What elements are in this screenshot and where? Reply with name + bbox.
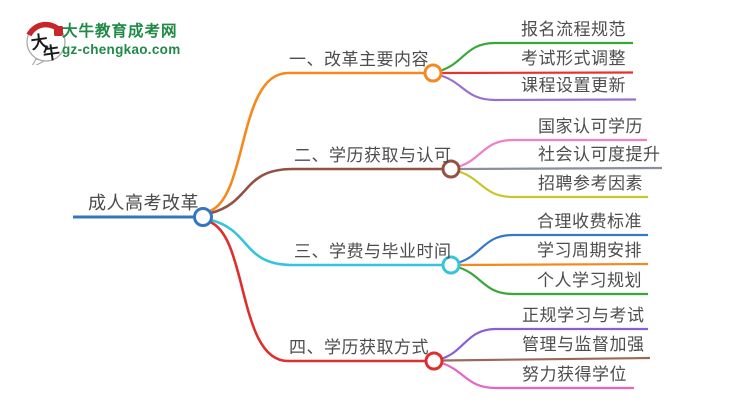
root-node-label: 成人高考改革 [88, 193, 199, 213]
branch-4-child-2-label: 管理与监督加强 [522, 335, 645, 354]
branch-1-label: 一、改革主要内容 [289, 50, 429, 69]
branch-4-child-3-connector [441, 361, 634, 390]
logo-domain: gz-chengkao.com [62, 42, 181, 57]
branch-1-child-1-connector [440, 41, 633, 72]
branch-2-child-2-connector [459, 166, 663, 171]
branch-3-child-1-label: 合理收费标准 [537, 212, 642, 231]
branch-2-node-circle [441, 159, 461, 179]
logo-title: 大牛教育成考网 [62, 23, 178, 40]
branch-2-child-2-label: 社会认可度提升 [538, 145, 661, 164]
branch-4-child-1-connector [441, 327, 648, 360]
root-node-circle [193, 207, 213, 227]
branch-2-child-1-connector [458, 138, 647, 168]
branch-1-child-2-connector [441, 71, 634, 75]
branch-4-child-2-connector [442, 356, 651, 362]
branch-3-child-3-connector [458, 266, 648, 296]
branch-4-node-circle [424, 351, 444, 371]
logo-char-bottom: 牛 [42, 42, 62, 64]
branch-1-node-circle [423, 63, 443, 83]
branch-4-connector [209, 220, 426, 363]
branch-1-child-2-label: 考试形式调整 [521, 49, 626, 68]
branch-1-child-1-label: 报名流程规范 [521, 20, 626, 39]
branch-2-label: 二、学历获取与认可 [294, 146, 452, 165]
branch-2-connector [210, 167, 443, 215]
branch-3-child-1-connector [458, 233, 648, 264]
branch-3-child-3-label: 个人学习规划 [537, 271, 642, 290]
branch-3-label: 三、学费与毕业时间 [294, 242, 452, 261]
branch-1-connector [209, 71, 425, 213]
logo-char-top: 大 [30, 31, 50, 53]
branch-1-child-3-connector [440, 74, 637, 102]
branch-4-label: 四、学历获取方式 [289, 338, 429, 357]
branch-4-child-3-label: 努力获得学位 [522, 365, 627, 384]
branch-3-child-2-connector [459, 262, 649, 267]
branch-2-child-1-label: 国家认可学历 [538, 117, 643, 136]
branch-1-child-3-label: 课程设置更新 [521, 76, 626, 95]
logo-bubble-icon: 大 牛 [26, 21, 66, 65]
branch-2-child-3-label: 招聘参考因素 [538, 174, 643, 193]
branch-2-child-3-connector [458, 170, 648, 199]
branch-3-connector [210, 218, 443, 267]
branch-4-child-1-label: 正规学习与考试 [522, 306, 645, 325]
site-logo: 大 牛 大牛教育成考网 gz-chengkao.com [12, 10, 187, 65]
logo-seal [54, 26, 63, 36]
branch-3-node-circle [441, 255, 461, 275]
branch-3-child-2-label: 学习周期安排 [537, 241, 642, 260]
